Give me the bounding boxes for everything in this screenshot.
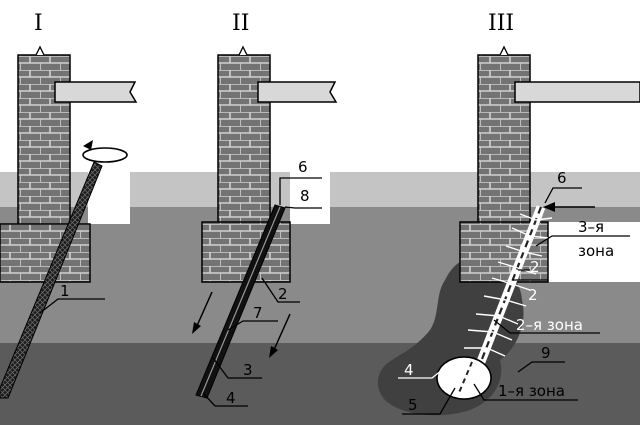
panel-three-label-2-upper: 2 <box>530 258 540 276</box>
panel-three-bulb-core <box>457 361 473 396</box>
arrow-left-icon <box>543 202 555 212</box>
panel-one-title: I <box>34 11 43 36</box>
panel-three-wall <box>477 54 531 226</box>
panel-three-label-zone1: 1–я зона <box>498 382 565 400</box>
panel-two-label-8: 8 <box>300 187 310 205</box>
panel-two-label-3: 3 <box>243 361 253 379</box>
panel-one-leader-1 <box>39 298 105 314</box>
excavation-pocket-2 <box>290 172 330 224</box>
panel-one-wall-break <box>35 45 45 56</box>
panel-two-label-7: 7 <box>253 304 263 322</box>
panel-three-label-5: 5 <box>408 396 418 414</box>
panel-two-pipe-core <box>200 206 281 397</box>
panel-one-wall <box>17 54 71 226</box>
panel-three-wall-break <box>499 45 509 56</box>
panel-two-footing <box>201 221 291 283</box>
panel-two-leader-6 <box>279 177 322 205</box>
rotation-arrow-icon <box>82 147 128 163</box>
panel-three-bulb <box>436 356 492 400</box>
panel-two-slab <box>257 81 338 103</box>
excavation-pocket-3 <box>545 222 640 282</box>
panel-three-spikes <box>464 213 553 357</box>
panel-three-label-9: 9 <box>541 344 551 362</box>
panel-two-leader-2 <box>261 277 300 303</box>
panel-one-footing <box>0 223 91 283</box>
rotation-arrowhead-icon <box>83 140 93 150</box>
panel-three-label-4: 4 <box>404 361 414 379</box>
panel-two-label-6: 6 <box>298 158 308 176</box>
panel-two-leader-8 <box>284 206 322 209</box>
panel-two-leader-3 <box>212 357 262 379</box>
panel-two: II 6 8 2 7 3 4 <box>192 11 338 407</box>
panel-three-leader-5 <box>402 387 456 415</box>
panel-three-title: III <box>488 11 514 36</box>
panel-three-leader-6 <box>544 187 582 204</box>
panel-three: III 6 3–я зона 2 <box>377 11 640 416</box>
panel-three-label-2: 2 <box>528 286 538 304</box>
panel-two-wall-break <box>238 45 248 56</box>
panel-three-leader-zone1 <box>473 383 578 401</box>
panel-two-wall <box>217 54 271 226</box>
soil-lower-layer <box>0 343 640 425</box>
arrow-down-icon <box>192 322 201 334</box>
panel-three-label-zone3-num: 3–я <box>578 218 604 236</box>
panel-two-leader-4 <box>202 392 248 407</box>
panel-two-title: II <box>232 11 249 36</box>
panel-three-leader-2 <box>512 269 548 281</box>
panel-three-leader-9 <box>517 361 565 373</box>
panel-two-label-4: 4 <box>226 389 236 407</box>
panel-two-leader-7 <box>227 320 278 331</box>
panel-three-pile-core <box>468 206 543 391</box>
panel-one-label-1: 1 <box>60 282 70 300</box>
panel-three-leader-zone2 <box>493 319 600 334</box>
panel-three-label-zone3-word: зона <box>578 242 614 260</box>
panel-one-screw-pile <box>0 161 103 399</box>
panel-two-label-2: 2 <box>278 285 288 303</box>
panel-two-direction-arrows <box>192 291 291 358</box>
panel-one: I 1 <box>0 11 138 399</box>
panel-three-leader-zone3 <box>535 235 630 247</box>
panel-one-slab <box>54 81 138 103</box>
panel-three-slab <box>514 81 640 103</box>
panel-three-label-zone2: 2–я зона <box>516 316 583 334</box>
panel-three-leader-4 <box>398 369 443 379</box>
arrow-down-icon <box>269 346 278 358</box>
panel-three-label-6: 6 <box>557 169 567 187</box>
